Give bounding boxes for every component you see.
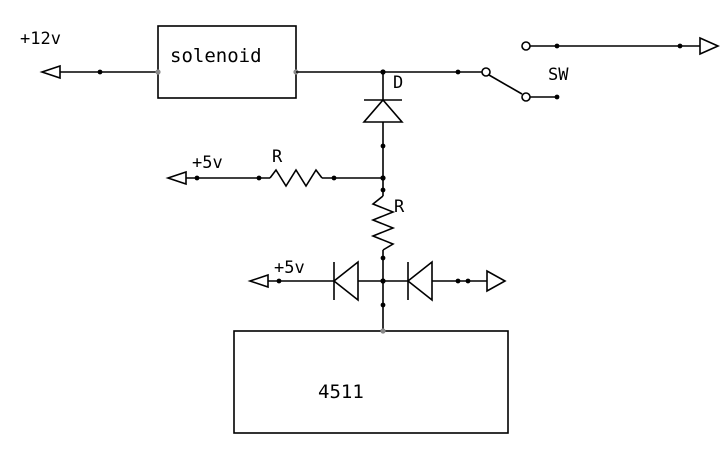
v12-terminal (39, 64, 158, 80)
resistor-vertical (370, 178, 396, 330)
label-v12: +12v (20, 29, 61, 49)
label-resistor-h: R (272, 147, 283, 167)
top-wire (296, 69, 482, 75)
resistor-horizontal (269, 168, 386, 188)
diode-d (362, 72, 404, 178)
ic-label: 4511 (318, 381, 364, 403)
label-switch: SW (548, 65, 569, 85)
output-diode-terminal (383, 260, 507, 302)
label-v5-bottom: +5v (274, 258, 305, 278)
label-resistor-v: R (394, 197, 405, 217)
switch-sw (481, 36, 720, 102)
label-diode: D (393, 73, 403, 93)
solenoid-label: solenoid (170, 45, 262, 67)
v5-bottom-terminal (247, 260, 383, 302)
label-v5-top: +5v (192, 153, 223, 173)
v5-top-terminal (165, 170, 270, 186)
ic-4511 (233, 328, 509, 434)
